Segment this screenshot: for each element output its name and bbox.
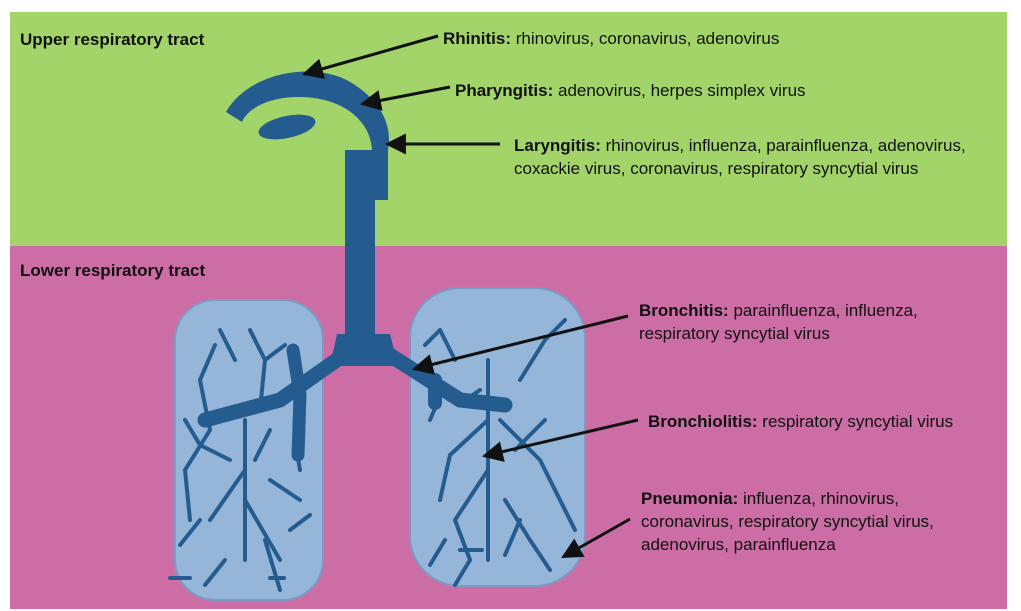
lower-tract-label: Lower respiratory tract — [20, 261, 205, 281]
annotation-bronchiolitis: Bronchiolitis: respiratory syncytial vir… — [648, 410, 1008, 433]
term-bronchitis: Bronchitis: — [639, 301, 729, 320]
viruses-pharyngitis: adenovirus, herpes simplex virus — [558, 81, 806, 100]
annotation-pharyngitis: Pharyngitis: adenovirus, herpes simplex … — [455, 79, 975, 102]
annotation-bronchitis: Bronchitis: parainfluenza, influenza, re… — [639, 299, 999, 345]
arrow-pharyngitis — [362, 87, 450, 104]
upper-tract-label: Upper respiratory tract — [20, 30, 204, 50]
viruses-rhinitis: rhinovirus, coronavirus, adenovirus — [516, 29, 780, 48]
annotation-pneumonia: Pneumonia: influenza, rhinovirus, corona… — [641, 487, 986, 556]
annotation-rhinitis: Rhinitis: rhinovirus, coronavirus, adeno… — [443, 27, 963, 50]
term-laryngitis: Laryngitis: — [514, 136, 601, 155]
term-bronchiolitis: Bronchiolitis: — [648, 412, 758, 431]
term-pneumonia: Pneumonia: — [641, 489, 738, 508]
arrow-rhinitis — [304, 36, 438, 74]
viruses-bronchiolitis: respiratory syncytial virus — [762, 412, 953, 431]
annotation-laryngitis: Laryngitis: rhinovirus, influenza, parai… — [514, 134, 994, 180]
term-rhinitis: Rhinitis: — [443, 29, 511, 48]
term-pharyngitis: Pharyngitis: — [455, 81, 553, 100]
